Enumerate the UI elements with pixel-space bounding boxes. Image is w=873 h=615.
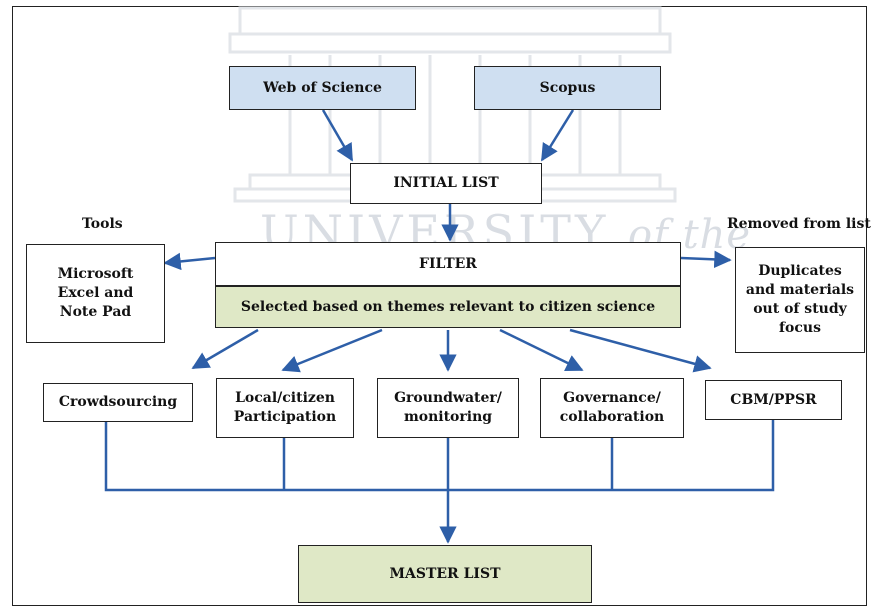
theme-local-participation-box: Local/citizen Participation bbox=[216, 378, 354, 438]
theme-cbm-ppsr-label: CBM/PPSR bbox=[730, 391, 817, 408]
theme-governance-box: Governance/ collaboration bbox=[540, 378, 684, 438]
tools-line-3: Note Pad bbox=[59, 303, 132, 320]
theme-governance-line-2: collaboration bbox=[559, 409, 665, 425]
theme-groundwater-line-2: monitoring bbox=[403, 409, 493, 425]
theme-local-line-1: Local/citizen bbox=[235, 390, 335, 407]
arrow-to-crowdsourcing bbox=[191, 328, 259, 370]
arrow-filter-to-removed bbox=[680, 250, 732, 269]
removed-line-3: out of study bbox=[753, 301, 847, 317]
tools-line-2: Excel and bbox=[57, 285, 134, 302]
arrow-wos-to-initial bbox=[321, 109, 354, 162]
master-list-label: MASTER LIST bbox=[389, 565, 501, 582]
web-of-science-label: Web of Science bbox=[263, 79, 382, 96]
theme-crowdsourcing-box: Crowdsourcing bbox=[43, 383, 193, 422]
removed-line-4: focus bbox=[779, 319, 821, 336]
tools-heading: Tools bbox=[82, 216, 123, 232]
master-list-box: MASTER LIST bbox=[298, 545, 592, 603]
theme-crowdsourcing-label: Crowdsourcing bbox=[58, 394, 178, 411]
tools-line-1: Microsoft bbox=[57, 266, 134, 283]
filter-box: FILTER bbox=[215, 242, 681, 286]
arrow-to-local bbox=[281, 328, 383, 373]
web-of-science-box: Web of Science bbox=[229, 66, 416, 110]
theme-governance-line-1: Governance/ bbox=[563, 390, 661, 407]
merge-bus bbox=[104, 420, 775, 492]
filter-criteria-box: Selected based on themes relevant to cit… bbox=[215, 286, 681, 328]
removed-line-1: Duplicates bbox=[758, 263, 842, 280]
theme-cbm-ppsr-box: CBM/PPSR bbox=[705, 380, 842, 420]
theme-groundwater-box: Groundwater/ monitoring bbox=[377, 378, 519, 438]
scopus-box: Scopus bbox=[474, 66, 661, 110]
removed-line-2: and materials bbox=[745, 282, 855, 299]
theme-local-line-2: Participation bbox=[233, 409, 337, 425]
arrow-filter-to-tools bbox=[163, 252, 216, 271]
arrow-to-governance bbox=[499, 328, 584, 372]
removed-box: Duplicates and materials out of study fo… bbox=[735, 247, 865, 353]
removed-heading: Removed from list bbox=[727, 216, 871, 232]
theme-groundwater-line-1: Groundwater/ bbox=[394, 390, 502, 407]
initial-list-box: INITIAL LIST bbox=[350, 163, 542, 204]
arrow-scopus-to-initial bbox=[540, 109, 575, 162]
scopus-label: Scopus bbox=[539, 79, 596, 96]
filter-label: FILTER bbox=[419, 255, 477, 272]
arrow-to-cbm bbox=[569, 328, 712, 373]
tools-box: Microsoft Excel and Note Pad bbox=[26, 244, 165, 343]
filter-criteria-label: Selected based on themes relevant to cit… bbox=[240, 298, 656, 315]
initial-list-label: INITIAL LIST bbox=[393, 175, 499, 192]
